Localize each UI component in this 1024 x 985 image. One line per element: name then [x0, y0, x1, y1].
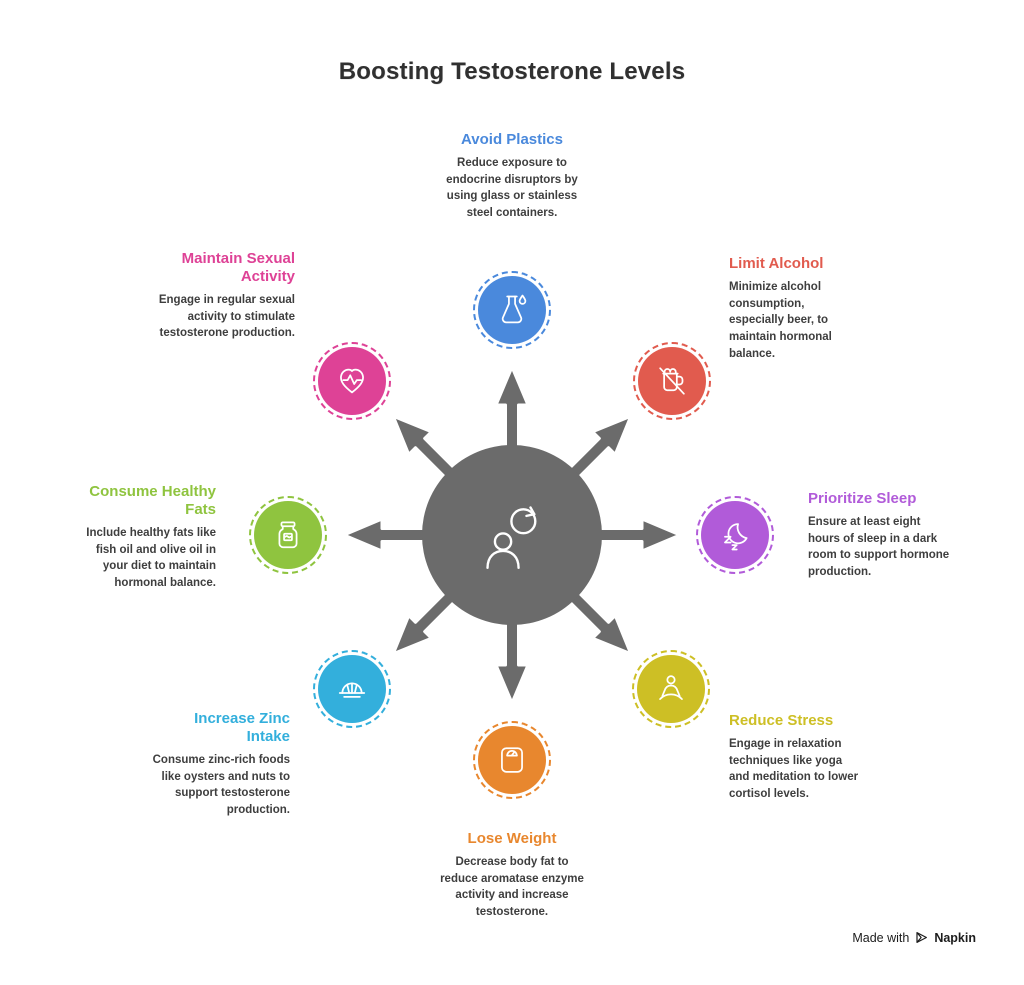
scale-icon	[501, 747, 523, 773]
moon-sleep-icon	[724, 523, 748, 551]
node-maintain-sexual-activity	[313, 342, 391, 420]
label-increase-zinc: Increase Zinc Intake Consume zinc-rich f…	[150, 710, 290, 819]
item-title: Reduce Stress	[729, 712, 834, 729]
label-avoid-plastics: Avoid Plastics Reduce exposure to endocr…	[402, 131, 622, 222]
oyster-dish-icon	[338, 682, 366, 698]
node-reduce-stress	[632, 650, 710, 728]
oil-jar-icon	[278, 521, 298, 549]
person-cycle-icon	[486, 506, 537, 570]
page-title: Boosting Testosterone Levels	[338, 58, 686, 85]
item-title: Avoid Plastics	[461, 131, 563, 148]
label-lose-weight: Lose Weight Decrease body fat to reduce …	[412, 830, 612, 921]
napkin-watermark[interactable]: Made with Napkin	[852, 930, 976, 945]
label-prioritize-sleep: Prioritize Sleep Ensure at least eight h…	[808, 490, 950, 581]
no-beer-icon	[659, 367, 685, 395]
napkin-logo-icon	[916, 932, 928, 943]
node-circle	[478, 726, 546, 794]
heart-pulse-icon	[340, 368, 364, 394]
item-description: Ensure at least eight hours of sleep in …	[808, 516, 950, 579]
item-title: Prioritize Sleep	[808, 490, 917, 507]
item-title: Lose Weight	[467, 830, 557, 847]
node-lose-weight	[473, 721, 551, 799]
node-prioritize-sleep	[696, 496, 774, 574]
node-circle	[318, 347, 386, 415]
item-description: Engage in regular sexual activity to sti…	[158, 294, 295, 340]
label-reduce-stress: Reduce Stress Engage in relaxation techn…	[729, 712, 861, 803]
meditation-icon	[659, 675, 683, 700]
node-consume-fats	[249, 496, 327, 574]
node-circle	[637, 655, 705, 723]
item-title: Consume Healthy Fats	[89, 483, 216, 518]
node-circle	[318, 655, 386, 723]
label-consume-fats: Consume Healthy Fats Include healthy fat…	[68, 483, 216, 592]
node-circle	[478, 276, 546, 344]
item-description: Engage in relaxation techniques like yog…	[729, 738, 859, 801]
label-maintain-sexual-activity: Maintain Sexual Activity Engage in regul…	[155, 250, 295, 342]
node-limit-alcohol	[633, 342, 711, 420]
item-description: Include healthy fats like fish oil and o…	[86, 527, 216, 590]
brand-text: Napkin	[934, 930, 976, 945]
central-hub	[422, 445, 602, 625]
label-limit-alcohol: Limit Alcohol Minimize alcohol consumpti…	[729, 255, 854, 362]
node-circle	[254, 501, 322, 569]
item-title: Maintain Sexual Activity	[181, 250, 295, 285]
item-description: Decrease body fat to reduce aromatase en…	[440, 856, 584, 919]
item-description: Reduce exposure to endocrine disruptors …	[446, 157, 578, 220]
item-title: Limit Alcohol	[729, 255, 824, 272]
node-increase-zinc	[313, 650, 391, 728]
node-avoid-plastics	[473, 271, 551, 349]
node-circle	[701, 501, 769, 569]
item-title: Increase Zinc Intake	[194, 710, 290, 745]
item-description: Consume zinc-rich foods like oysters and…	[152, 754, 290, 817]
item-description: Minimize alcohol consumption, especially…	[729, 281, 832, 360]
flask-droplet-icon	[501, 294, 527, 324]
made-with-text: Made with	[852, 930, 910, 945]
node-circle	[638, 347, 706, 415]
